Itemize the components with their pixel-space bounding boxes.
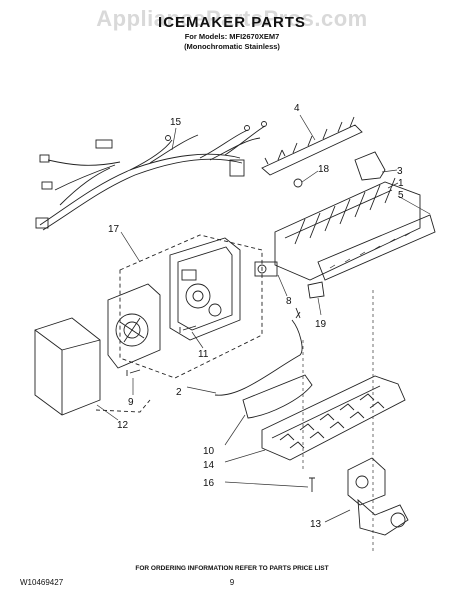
variant-line: (Monochromatic Stainless) — [184, 42, 280, 51]
shield-10 — [242, 374, 313, 419]
screw-9 — [126, 369, 141, 376]
screw-16 — [309, 477, 315, 492]
callout-14: 14 — [203, 460, 215, 471]
fill-cup-assembly — [261, 375, 406, 461]
thermostat — [254, 261, 278, 277]
bracket-3 — [354, 151, 386, 181]
page-number: 9 — [229, 578, 235, 587]
callout-3: 3 — [397, 166, 403, 177]
callout-5: 5 — [398, 190, 404, 201]
callout-16: 16 — [203, 478, 215, 489]
callout-17: 17 — [108, 224, 120, 235]
callout-19: 19 — [315, 319, 327, 330]
callout-13: 13 — [310, 519, 322, 530]
clip-19 — [307, 281, 325, 299]
callout-11: 11 — [198, 349, 209, 360]
water-valve — [347, 457, 409, 536]
callout-10: 10 — [203, 446, 215, 457]
callout-2: 2 — [176, 387, 182, 398]
callout-15: 15 — [170, 117, 182, 128]
ice-mold — [274, 177, 421, 281]
watermark: AppliancePartsPros.com — [96, 6, 368, 31]
ordering-note: FOR ORDERING INFORMATION REFER TO PARTS … — [135, 565, 329, 572]
module-cover — [34, 317, 101, 416]
motor-assembly — [107, 283, 161, 369]
screw-18 — [293, 178, 303, 188]
callout-9: 9 — [128, 397, 134, 408]
callout-18: 18 — [318, 164, 330, 175]
callout-12: 12 — [117, 420, 129, 431]
ejector-blades — [261, 116, 363, 176]
callout-8: 8 — [286, 296, 292, 307]
models-line: For Models: MFI2670XEM7 — [184, 32, 280, 41]
feeler-arm — [214, 311, 303, 396]
callout-4: 4 — [294, 103, 300, 114]
page-title: ICEMAKER PARTS — [158, 14, 306, 31]
callout-1: 1 — [398, 178, 404, 189]
wire-harness — [35, 121, 267, 231]
mold-cover-5 — [317, 214, 436, 281]
control-module — [169, 237, 241, 341]
document-number: W10469427 — [20, 578, 64, 587]
screw-11 — [179, 325, 197, 333]
